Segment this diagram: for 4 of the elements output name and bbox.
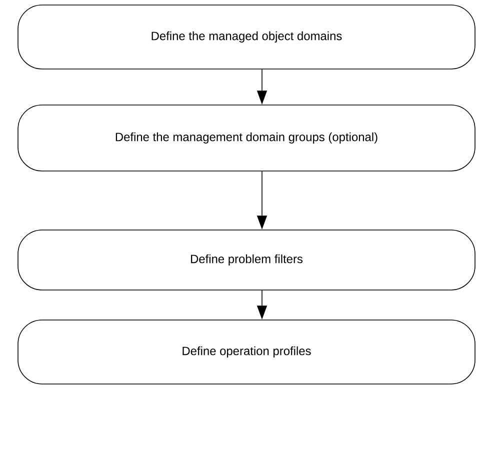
process-box: Define operation profiles xyxy=(18,320,476,384)
process-box: Define the management domain groups (optional) xyxy=(18,104,476,172)
process-box: Define the managed object domains xyxy=(18,4,476,70)
process-box: Define problem filters xyxy=(18,230,476,290)
